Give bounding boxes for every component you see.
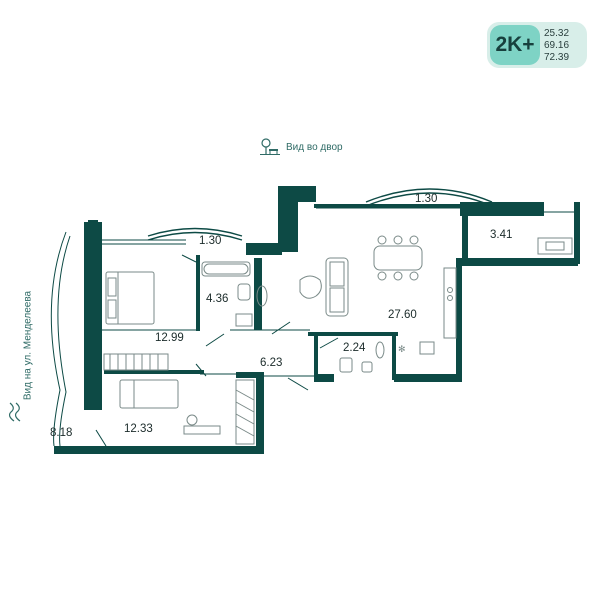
windows	[50, 207, 574, 447]
courtyard-view-text: Вид во двор	[286, 141, 343, 153]
courtyard-view-label: Вид во двор	[260, 138, 343, 156]
terrace-area: 8.18	[50, 427, 72, 439]
total-area-value: 69.16	[544, 40, 570, 51]
living-area-value: 25.32	[544, 28, 570, 39]
toilet-area: 2.24	[343, 342, 366, 354]
balcony-arcs	[147, 188, 493, 241]
furniture	[103, 235, 573, 445]
living-kitchen-area: 27.60	[388, 309, 417, 321]
bedroom-bottom-area: 12.33	[124, 423, 153, 435]
balcony-left-area: 1.30	[199, 235, 221, 247]
bathroom-area: 4.36	[206, 293, 228, 305]
loggia-area: 3.41	[490, 229, 512, 241]
hall-area: 6.23	[260, 357, 282, 369]
balcony-top-area: 1.30	[415, 193, 437, 205]
tree-bench-icon	[260, 138, 280, 155]
apartment-type-label: 2K+	[490, 25, 540, 65]
doors	[95, 254, 339, 447]
fridge-icon: ✻	[398, 344, 406, 354]
bedroom-top-area: 12.99	[155, 332, 184, 344]
outer-walls	[54, 186, 580, 454]
street-icon	[8, 402, 21, 422]
total-area-with-balcony-value: 72.39	[544, 52, 570, 63]
